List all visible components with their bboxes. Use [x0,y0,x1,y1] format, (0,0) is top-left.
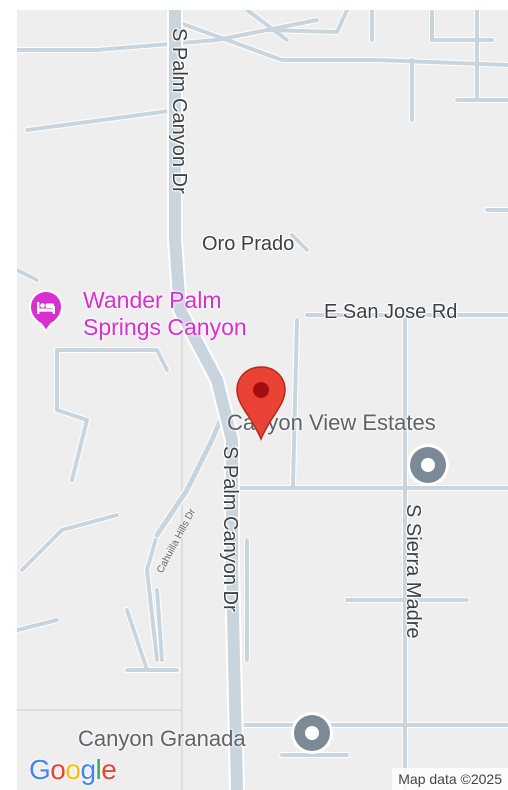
street-label-s-palm-canyon-dr-south: S Palm Canyon Dr [219,446,241,612]
street-label-e-san-jose-rd: E San Jose Rd [324,301,458,323]
bed-icon[interactable] [29,289,63,333]
place-label-line1: Wander Palm [83,287,222,313]
street-label-s-sierra-madre: S Sierra Madre [402,504,424,639]
map-canvas[interactable]: S Palm Canyon Dr S Palm Canyon Dr Oro Pr… [17,10,508,790]
place-label-canyon-granada[interactable]: Canyon Granada [78,726,246,751]
place-label-line2: Springs Canyon [83,314,247,340]
place-icon[interactable] [289,710,335,756]
location-pin-icon[interactable] [234,365,288,441]
google-logo[interactable]: Google [29,754,117,785]
street-label-s-palm-canyon-dr: S Palm Canyon Dr [168,28,190,194]
place-icon[interactable] [405,442,451,488]
map-roads [17,10,508,790]
street-label-oro-prado: Oro Prado [202,233,295,255]
map-attribution[interactable]: Map data ©2025 [392,768,508,790]
place-label-wander-palm-springs-canyon[interactable]: Wander Palm Springs Canyon [83,287,247,341]
